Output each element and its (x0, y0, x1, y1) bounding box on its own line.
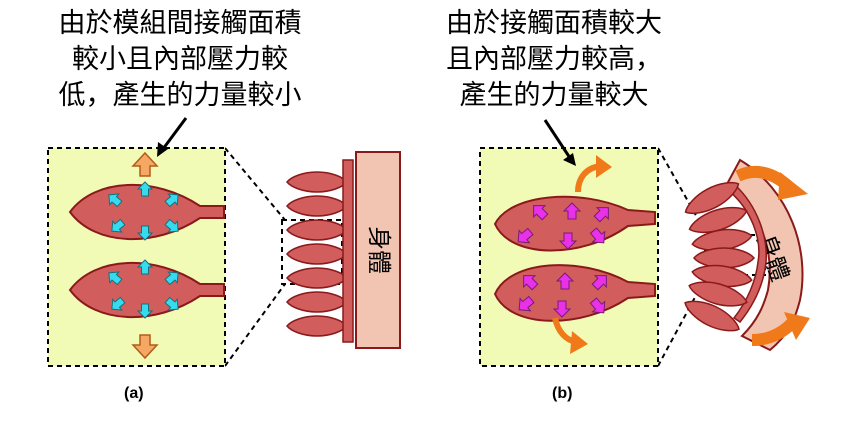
caption-b-line-1: 由於接觸面積較大 (446, 8, 662, 39)
force-arrow-down-b (552, 317, 588, 354)
caption-a-line-2: 較小且內部壓力較 (72, 44, 288, 75)
panel-b-diagram: 身體 (479, 119, 810, 367)
caption-b-line-2: 且內部壓力較高， (446, 44, 662, 75)
caption-a-line-3: 低，產生的力量較小 (58, 80, 302, 111)
body-force-arrow-upper-b (735, 165, 808, 200)
panel-a-diagram: 身體 (47, 117, 401, 367)
muscle-module-lower-b (493, 264, 656, 322)
pointer-arrow-b (543, 119, 576, 166)
attachment-strip-a (342, 159, 354, 343)
inset-box-b (479, 147, 659, 367)
force-arrow-down-a (131, 334, 159, 360)
inset-box-a (47, 147, 226, 367)
body-force-arrow-lower-b (751, 312, 810, 346)
body-block-a: 身體 (355, 151, 401, 349)
muscle-module-lower-a (68, 261, 225, 319)
caption-a-line-1: 由於模組間接觸面積 (58, 8, 302, 39)
attachment-strip-b (726, 182, 767, 324)
force-arrow-up-b (575, 155, 612, 193)
caption-panel-a: 由於模組間接觸面積 較小且內部壓力較 低，產生的力量較小 (30, 6, 330, 114)
muscle-module-upper-a (68, 183, 225, 241)
force-arrow-up-a (131, 151, 159, 177)
caption-panel-b: 由於接觸面積較大 且內部壓力較高， 產生的力量較大 (404, 6, 704, 114)
muscle-lobes-stack-a (286, 171, 348, 337)
caption-b-line-3: 產生的力量較大 (459, 80, 649, 111)
panel-label-a: (a) (124, 385, 144, 402)
pointer-arrow-a (157, 117, 188, 157)
body-label-a: 身體 (365, 226, 393, 274)
panel-label-b: (b) (552, 385, 573, 402)
